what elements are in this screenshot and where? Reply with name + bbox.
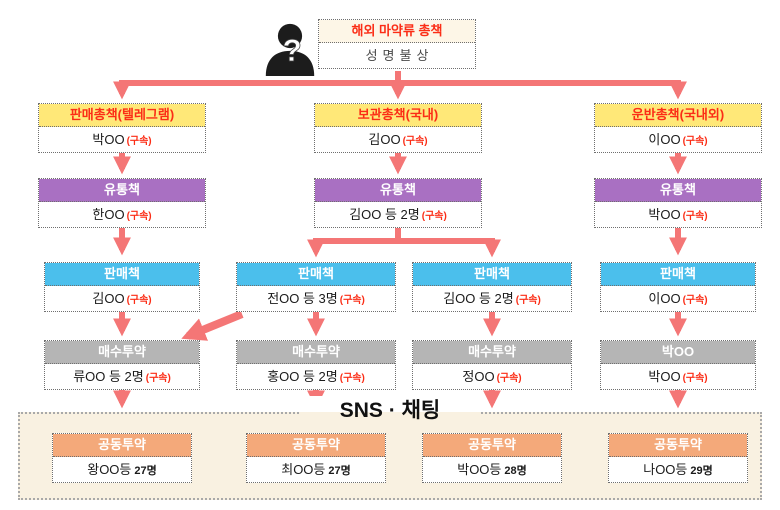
boss-node: 해외 마약류 총책 성명불상 xyxy=(318,19,476,69)
node-person: 김OO 등 2명(구속) xyxy=(413,286,571,311)
boss-role-label: 해외 마약류 총책 xyxy=(319,20,475,43)
node-person: 홍OO 등 2명(구속) xyxy=(237,364,395,389)
arrest-status: (구속) xyxy=(339,295,365,306)
node-role-label: 판매총책(텔레그램) xyxy=(39,104,205,127)
node-person: 한OO(구속) xyxy=(39,202,205,227)
arrest-status: (구속) xyxy=(421,211,447,222)
person-name: 왕OO등 xyxy=(87,462,132,477)
person-name: 박OO등 xyxy=(457,462,502,477)
node-role-label: 판매책 xyxy=(601,263,755,286)
node-person: 이OO(구속) xyxy=(595,127,761,152)
node-person: 이OO(구속) xyxy=(601,286,755,311)
node-role-label: 유통책 xyxy=(39,179,205,202)
arrest-status: (구속) xyxy=(126,295,152,306)
seller-node: 판매책 전OO 등 3명(구속) xyxy=(236,262,396,312)
chief-node-transport: 운반총책(국내외) 이OO(구속) xyxy=(594,103,762,153)
node-role-label: 박OO xyxy=(601,341,755,364)
node-person: 김OO 등 2명(구속) xyxy=(315,202,481,227)
question-mark-glyph: ? xyxy=(283,32,302,68)
person-name: 정OO xyxy=(462,369,495,384)
buyer-node: 매수투약 홍OO 등 2명(구속) xyxy=(236,340,396,390)
person-name: 이OO xyxy=(648,291,681,306)
person-name: 김OO xyxy=(92,291,125,306)
node-person: 정OO(구속) xyxy=(413,364,571,389)
arrest-status: (구속) xyxy=(682,211,708,222)
node-person: 전OO 등 3명(구속) xyxy=(237,286,395,311)
arrest-status: (구속) xyxy=(515,295,541,306)
person-name: 홍OO 등 2명 xyxy=(267,369,338,384)
person-name: 나OO등 xyxy=(643,462,688,477)
chief-node-storage: 보관총책(국내) 김OO(구속) xyxy=(314,103,482,153)
node-role-label: 유통책 xyxy=(315,179,481,202)
sns-chat-title: SNS · 채팅 xyxy=(300,396,480,426)
person-name: 박OO xyxy=(648,369,681,384)
node-role-label: 운반총책(국내외) xyxy=(595,104,761,127)
arrest-status: (구속) xyxy=(682,295,708,306)
node-person: 박OO(구속) xyxy=(39,127,205,152)
distributor-node: 유통책 김OO 등 2명(구속) xyxy=(314,178,482,228)
distributor-node: 유통책 한OO(구속) xyxy=(38,178,206,228)
person-name: 김OO xyxy=(368,132,401,147)
chief-node-sales: 판매총책(텔레그램) 박OO(구속) xyxy=(38,103,206,153)
person-count: 27명 xyxy=(134,465,157,477)
node-person: 박OO(구속) xyxy=(595,202,761,227)
person-name: 김OO 등 2명 xyxy=(349,207,420,222)
arrest-status: (구속) xyxy=(145,373,171,384)
boss-name: 성명불상 xyxy=(319,43,475,68)
distributor-node: 유통책 박OO(구속) xyxy=(594,178,762,228)
person-count: 27명 xyxy=(328,465,351,477)
node-role-label: 판매책 xyxy=(45,263,199,286)
node-role-label: 공동투약 xyxy=(423,434,561,457)
buyer-node: 매수투약 류OO 등 2명(구속) xyxy=(44,340,200,390)
node-person: 김OO(구속) xyxy=(315,127,481,152)
arrest-status: (구속) xyxy=(496,373,522,384)
person-name: 전OO 등 3명 xyxy=(267,291,338,306)
arrest-status: (구속) xyxy=(682,136,708,147)
buyer-node: 매수투약 정OO(구속) xyxy=(412,340,572,390)
unknown-person-icon: ? xyxy=(265,23,315,76)
node-person: 박OO(구속) xyxy=(601,364,755,389)
node-role-label: 매수투약 xyxy=(237,341,395,364)
arrest-status: (구속) xyxy=(126,136,152,147)
person-count: 28명 xyxy=(504,465,527,477)
node-role-label: 판매책 xyxy=(237,263,395,286)
node-person: 김OO(구속) xyxy=(45,286,199,311)
arrest-status: (구속) xyxy=(682,373,708,384)
node-person: 류OO 등 2명(구속) xyxy=(45,364,199,389)
node-role-label: 매수투약 xyxy=(45,341,199,364)
person-name: 김OO 등 2명 xyxy=(443,291,514,306)
buyer-node: 박OO 박OO(구속) xyxy=(600,340,756,390)
person-name: 최OO등 xyxy=(281,462,326,477)
seller-node: 판매책 김OO 등 2명(구속) xyxy=(412,262,572,312)
seller-node: 판매책 김OO(구속) xyxy=(44,262,200,312)
node-role-label: 공동투약 xyxy=(53,434,191,457)
arrest-status: (구속) xyxy=(339,373,365,384)
person-name: 박OO xyxy=(648,207,681,222)
node-role-label: 판매책 xyxy=(413,263,571,286)
person-name: 이OO xyxy=(648,132,681,147)
node-role-label: 매수투약 xyxy=(413,341,571,364)
arrest-status: (구속) xyxy=(402,136,428,147)
person-count: 29명 xyxy=(690,465,713,477)
node-role-label: 공동투약 xyxy=(247,434,385,457)
node-role-label: 보관총책(국내) xyxy=(315,104,481,127)
arrest-status: (구속) xyxy=(126,211,152,222)
person-name: 류OO 등 2명 xyxy=(73,369,144,384)
node-role-label: 공동투약 xyxy=(609,434,747,457)
seller-node: 판매책 이OO(구속) xyxy=(600,262,756,312)
person-name: 박OO xyxy=(92,132,125,147)
person-name: 한OO xyxy=(92,207,125,222)
node-role-label: 유통책 xyxy=(595,179,761,202)
